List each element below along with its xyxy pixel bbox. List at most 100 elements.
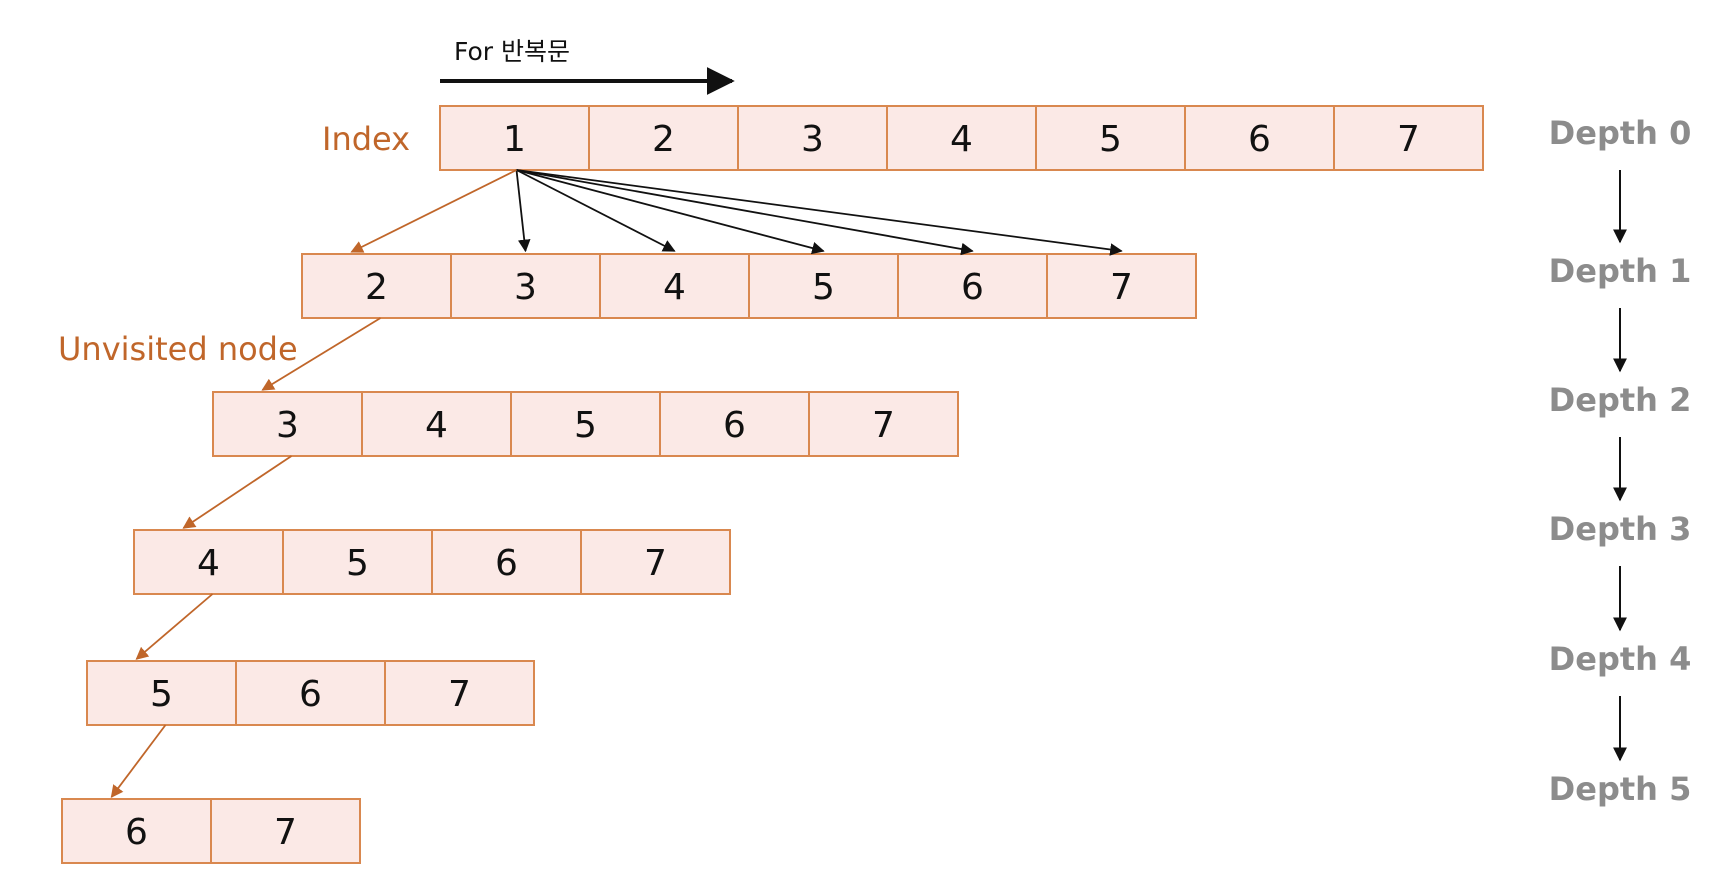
node-cell: 5: [748, 253, 899, 319]
cell-value: 3: [276, 405, 299, 446]
row-depth-2: 3 4 5 6 7: [212, 391, 959, 457]
depth-label: Depth 5: [1549, 770, 1692, 808]
node-cell: 4: [133, 529, 284, 595]
cell-box: [210, 798, 361, 864]
node-cell: 6: [61, 798, 212, 864]
node-cell: 3: [450, 253, 601, 319]
cell-value: 6: [299, 674, 322, 715]
node-cell: 4: [599, 253, 750, 319]
node-cell: 5: [86, 660, 237, 726]
cell-value: 6: [961, 267, 984, 308]
unvisited-arrow: [110, 724, 167, 799]
cell-value: 6: [495, 543, 518, 584]
cell-box: [282, 529, 433, 595]
for-loop-label: For 반복문: [454, 37, 570, 66]
cell-box: [510, 391, 661, 457]
cell-box: [1046, 253, 1197, 319]
cell-box: [86, 660, 237, 726]
cell-box: [235, 660, 386, 726]
cell-box: [431, 529, 582, 595]
cell-value: 2: [652, 119, 675, 160]
node-cell: 6: [235, 660, 386, 726]
node-cell: 7: [210, 798, 361, 864]
index-label: Index: [322, 120, 410, 158]
node-cell: 2: [301, 253, 452, 319]
loop-arrow: [516, 169, 1123, 256]
cell-value: 5: [150, 674, 173, 715]
unvisited-arrow: [182, 455, 292, 529]
node-cell: 6: [659, 391, 810, 457]
depth-label: Depth 4: [1549, 640, 1692, 678]
row-depth-4: 5 6 7: [86, 660, 535, 726]
node-cell: 4: [886, 105, 1037, 171]
cell-box: [361, 391, 512, 457]
cell-value: 5: [812, 267, 835, 308]
depth-label: Depth 3: [1549, 510, 1692, 548]
node-cell: 3: [212, 391, 363, 457]
cell-box: [737, 105, 888, 171]
cell-value: 2: [365, 267, 388, 308]
node-cell: 5: [1035, 105, 1186, 171]
cell-box: [212, 391, 363, 457]
cell-value: 3: [801, 119, 824, 160]
cell-value: 6: [125, 812, 148, 853]
unvisited-arrow: [261, 317, 381, 391]
unvisited-arrow: [350, 169, 517, 253]
cell-value: 4: [425, 405, 448, 446]
node-cell: 6: [431, 529, 582, 595]
cell-box: [808, 391, 959, 457]
unvisited-node-label: Unvisited node: [58, 330, 298, 368]
row-depth-1: 2 3 4 5 6 7: [301, 253, 1197, 319]
cell-value: 5: [346, 543, 369, 584]
loop-arrows: [515, 169, 1123, 256]
cell-value: 1: [503, 119, 526, 160]
cell-box: [748, 253, 899, 319]
cell-box: [588, 105, 739, 171]
node-cell: 2: [588, 105, 739, 171]
node-cell: 5: [510, 391, 661, 457]
cell-value: 7: [448, 674, 471, 715]
cell-box: [384, 660, 535, 726]
cell-value: 7: [1110, 267, 1133, 308]
cell-value: 6: [1248, 119, 1271, 160]
node-cell: 7: [580, 529, 731, 595]
cell-box: [659, 391, 810, 457]
loop-arrow: [516, 169, 825, 255]
cell-box: [61, 798, 212, 864]
cell-value: 5: [1099, 119, 1122, 160]
node-cell: 6: [897, 253, 1048, 319]
cell-value: 6: [723, 405, 746, 446]
cell-value: 7: [274, 812, 297, 853]
node-cell: 3: [737, 105, 888, 171]
unvisited-arrows: [110, 169, 517, 799]
node-cell: 7: [808, 391, 959, 457]
node-cell: 4: [361, 391, 512, 457]
loop-arrow: [516, 169, 974, 256]
node-cell: 1: [439, 105, 590, 171]
cell-box: [133, 529, 284, 595]
node-cell: 7: [384, 660, 535, 726]
loop-arrow: [516, 169, 676, 252]
cell-box: [580, 529, 731, 595]
cell-value: 4: [950, 119, 973, 160]
cell-box: [599, 253, 750, 319]
cell-value: 3: [514, 267, 537, 308]
node-cell: 5: [282, 529, 433, 595]
unvisited-arrow: [135, 593, 214, 660]
node-cell: 7: [1046, 253, 1197, 319]
cell-box: [1333, 105, 1484, 171]
cell-value: 4: [197, 543, 220, 584]
cell-value: 7: [644, 543, 667, 584]
depth-label: Depth 1: [1549, 252, 1692, 290]
node-cell: 7: [1333, 105, 1484, 171]
cell-value: 4: [663, 267, 686, 308]
depth-label: Depth 2: [1549, 381, 1692, 419]
cell-value: 5: [574, 405, 597, 446]
row-depth-3: 4 5 6 7: [133, 529, 731, 595]
cell-value: 7: [872, 405, 895, 446]
row-depth-0: 1 2 3 4 5 6 7: [439, 105, 1484, 171]
